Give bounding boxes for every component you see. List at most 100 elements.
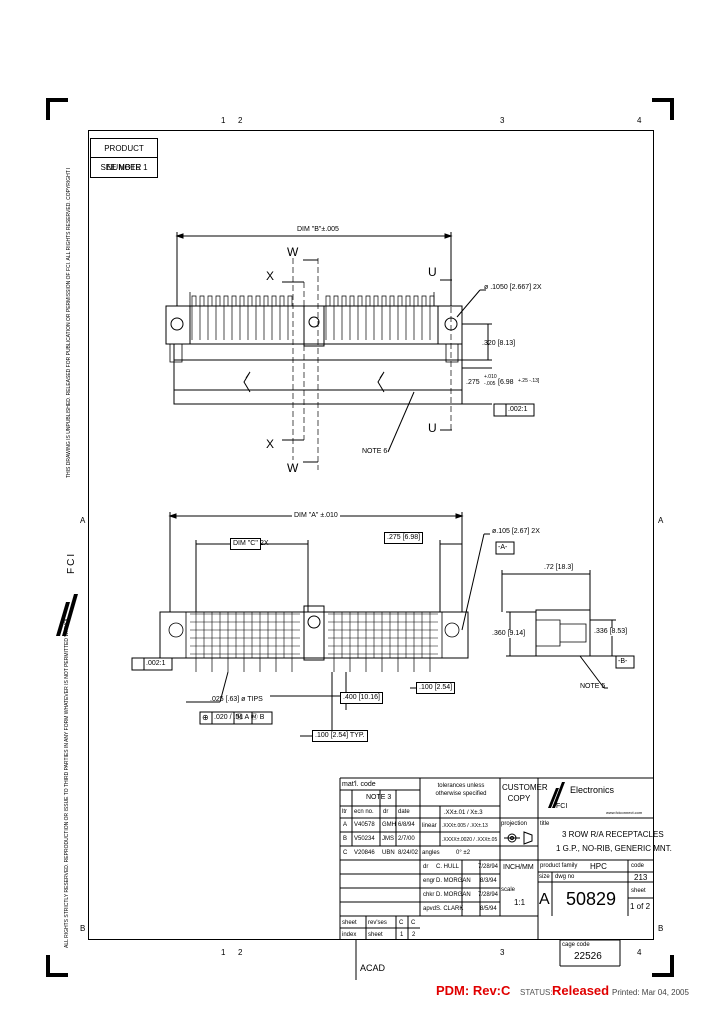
section-w-bottom: W bbox=[287, 461, 299, 475]
printed-date: Printed: Mar 04, 2005 bbox=[612, 988, 689, 997]
position-tol-value: .020 / .51 bbox=[214, 714, 244, 721]
drawing-title-line1: 3 ROW R/A RECEPTACLES bbox=[562, 830, 664, 839]
company-logo-text: FCI bbox=[556, 803, 568, 810]
dim-336-label: .336 [8.53] bbox=[594, 628, 628, 636]
sheet-label: sheet bbox=[631, 888, 646, 894]
index-row-label: index bbox=[342, 932, 357, 938]
datum-a-label: -A- bbox=[498, 544, 508, 551]
position-tol-mods: Ⓜ A Ⓜ B bbox=[236, 714, 265, 721]
hole-105-callout: ø.105 [2.67] 2X bbox=[492, 528, 540, 535]
product-number-title: PRODUCT NUMBER bbox=[91, 139, 157, 172]
dim-275-front-box: .275 [6.98] bbox=[384, 532, 424, 544]
section-w-top: W bbox=[287, 245, 299, 259]
pdm-revision: PDM: Rev:C bbox=[436, 983, 511, 998]
index-row-col1: sheet bbox=[368, 932, 383, 938]
product-number-value: SEE NOTE 1 bbox=[100, 163, 148, 172]
dim-a-label: DIM "A" ±.010 bbox=[292, 512, 340, 520]
rev-a-dr: GMH bbox=[382, 822, 396, 828]
code-value: 213 bbox=[634, 873, 648, 882]
rev-b-dr: JMS bbox=[382, 836, 394, 842]
rev-c-dr: UBN bbox=[382, 850, 395, 856]
status-value: Released bbox=[552, 983, 610, 998]
tol-row-2-label: linear bbox=[422, 823, 437, 829]
code-label: code bbox=[631, 863, 645, 869]
dim-320-label: .320 [8.13] bbox=[482, 340, 516, 347]
section-u-top: U bbox=[428, 265, 437, 279]
matl-code-label: mat'l. code bbox=[342, 781, 376, 788]
cage-code-value: 22526 bbox=[574, 951, 602, 962]
dim-100-typ-box: .100 [2.54] TYP. bbox=[312, 730, 368, 742]
rev-a-ecn: V40578 bbox=[354, 822, 375, 828]
units-label: INCH/MM bbox=[503, 864, 534, 871]
product-family-label: product family bbox=[540, 863, 578, 869]
dim-275-mm-tol: +.25 -.13] bbox=[518, 378, 540, 384]
approval-apvd-name: S. CLARK bbox=[436, 906, 464, 912]
zone-bottom-3: 3 bbox=[500, 948, 505, 957]
dim-275-front-mm: [6.98] bbox=[402, 534, 421, 541]
status-label: STATUS: bbox=[520, 988, 553, 997]
approval-dr-role: dr bbox=[423, 864, 429, 870]
zone-right-a: A bbox=[658, 516, 664, 525]
rev-header-ecn: ecn no. bbox=[354, 809, 374, 815]
drawing-title-line2: 1 G.P., NO-RIB, GENERIC MNT. bbox=[556, 844, 672, 853]
position-tol-symbol: ⊕ bbox=[202, 713, 209, 722]
approval-apvd-date: 8/5/94 bbox=[480, 906, 497, 912]
zone-top-2: 2 bbox=[238, 116, 243, 125]
zone-right-b: B bbox=[658, 924, 664, 933]
tol-row-4-label: angles bbox=[422, 850, 440, 856]
projection-label: projection bbox=[501, 821, 528, 827]
dim-360-label: .360 [9.14] bbox=[492, 630, 526, 638]
tol-row-4-value: 0° ±2 bbox=[456, 850, 471, 856]
flatness-front: .002:1 bbox=[146, 660, 166, 667]
sheet-row-col2: C bbox=[399, 920, 404, 926]
dim-c-suffix: 2X bbox=[260, 540, 269, 547]
sheet-row-label: sheet bbox=[342, 920, 357, 926]
pin-025-callout: .025 [.63] ø TIPS bbox=[210, 696, 263, 703]
approval-chkr-role: chkr bbox=[423, 892, 435, 898]
product-number-box: PRODUCT NUMBER SEE NOTE 1 bbox=[90, 138, 158, 178]
approval-chkr-date: 7/28/94 bbox=[478, 892, 499, 898]
approval-dr-date: 7/28/94 bbox=[478, 864, 499, 870]
dim-b-label: DIM "B"±.005 bbox=[297, 226, 339, 233]
rev-header-dr: dr bbox=[383, 809, 389, 815]
zone-left-b: B bbox=[80, 924, 86, 933]
tol-row-2-value: .XXX±.005 / .XX±.13 bbox=[442, 823, 488, 829]
dim-c-label: DIM "C" bbox=[233, 540, 258, 547]
tol-row-3-value: .XXXX±.0020 / .XXX±.05 bbox=[442, 837, 498, 843]
zone-bottom-4: 4 bbox=[637, 948, 642, 957]
approval-apvd-role: apvd bbox=[423, 906, 437, 912]
note5-label: NOTE 5 bbox=[580, 683, 606, 690]
corner-mark-bottom-left bbox=[46, 955, 68, 977]
sheet-value: 1 of 2 bbox=[630, 902, 651, 911]
drawing-frame bbox=[88, 130, 654, 940]
section-x-top: X bbox=[266, 269, 275, 283]
datum-b-label: -B- bbox=[618, 658, 628, 665]
approval-engr-name: D. MORGAN bbox=[436, 878, 471, 884]
zone-bottom-1: 1 bbox=[221, 948, 226, 957]
rev-b-ltr: B bbox=[343, 836, 348, 842]
zone-bottom-2: 2 bbox=[238, 948, 243, 957]
drawing-number: 50829 bbox=[566, 889, 617, 909]
dim-100-typ-label: .100 [2.54] TYP. bbox=[315, 732, 365, 739]
corner-mark-top-left bbox=[46, 98, 68, 120]
note6-label: NOTE 6 bbox=[362, 448, 388, 455]
dim-c-box: DIM "C" bbox=[230, 538, 261, 550]
product-family-value: HPC bbox=[590, 862, 607, 871]
sheet-row-col3: C bbox=[411, 920, 416, 926]
dim-72-label: .72 [18.3] bbox=[544, 564, 574, 571]
cage-code-label: cage code bbox=[562, 942, 590, 948]
scale-value: 1:1 bbox=[514, 898, 526, 907]
approval-engr-role: engr bbox=[423, 878, 436, 884]
rev-a-ltr: A bbox=[343, 822, 348, 828]
flatness-top: .002:1 bbox=[508, 406, 528, 413]
index-row-col2: 1 bbox=[400, 932, 404, 938]
dim-400-label: .400 [10.16] bbox=[343, 694, 380, 701]
dim-275-label: .275 bbox=[466, 379, 480, 386]
dim-275-tol-plus: +.010 bbox=[484, 374, 497, 380]
rev-header-date: date bbox=[398, 809, 410, 815]
zone-top-3: 3 bbox=[500, 116, 505, 125]
fci-side-logo: FCI bbox=[52, 552, 84, 638]
dim-275-tol-minus: -.005 bbox=[484, 381, 496, 387]
section-u-bottom: U bbox=[428, 421, 437, 435]
dim-100-box: .100 [2.54] bbox=[416, 682, 456, 694]
